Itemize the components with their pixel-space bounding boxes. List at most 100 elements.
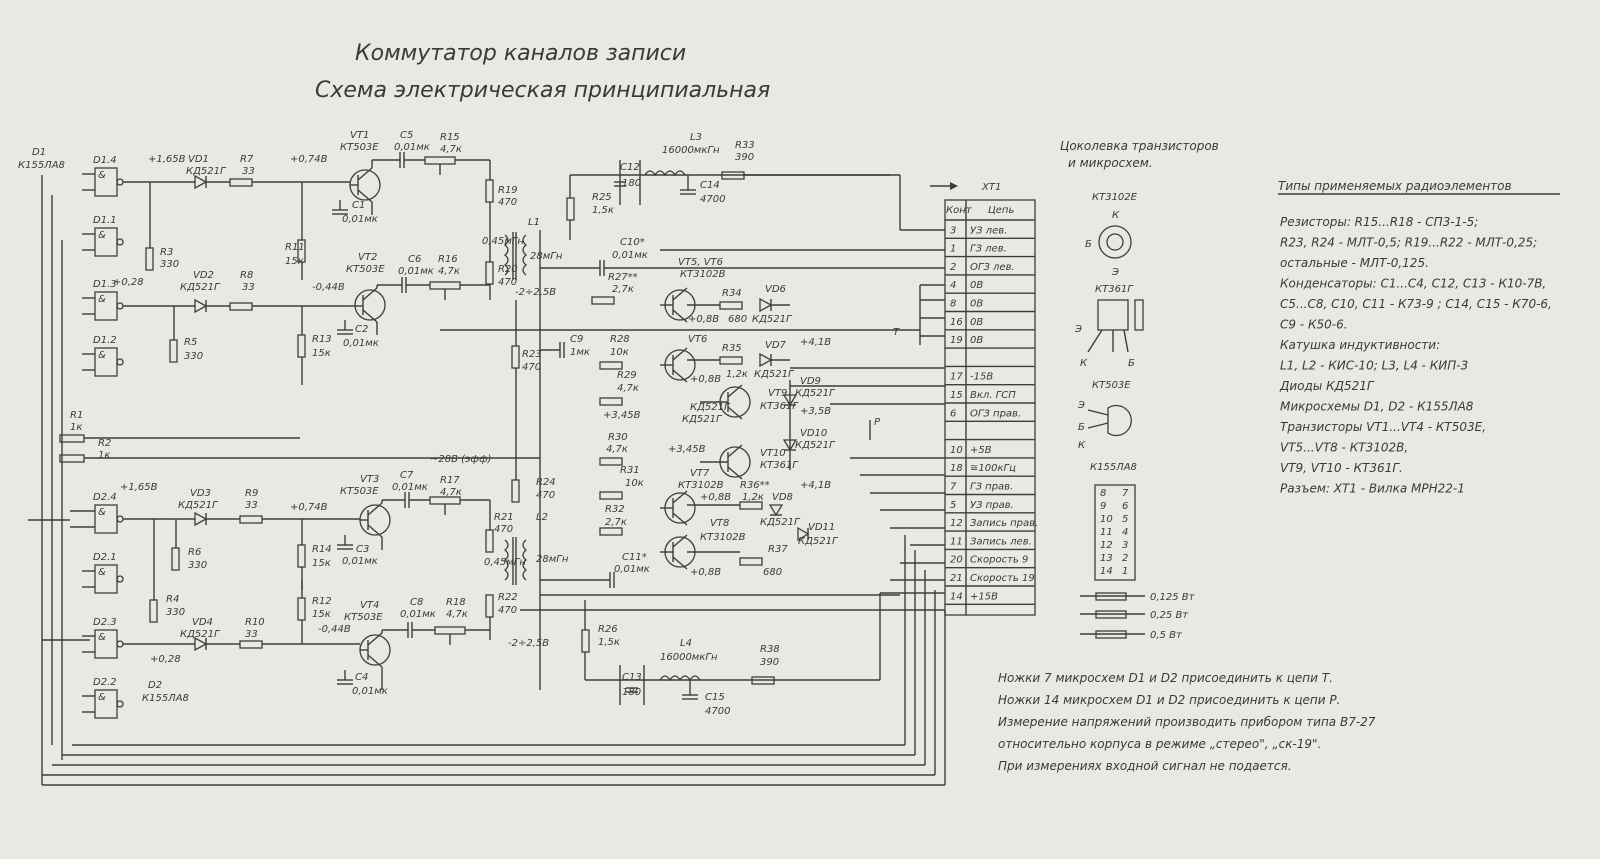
- svg-text:КТ361Г: КТ361Г: [1095, 284, 1134, 295]
- ic-pin-right: 4: [1122, 527, 1128, 538]
- svg-text:и микросхем.: и микросхем.: [1068, 156, 1153, 170]
- title-line-1: Коммутатор каналов записи: [355, 41, 686, 66]
- svg-text:КТ503Е: КТ503Е: [346, 264, 385, 275]
- svg-text:VD2: VD2: [193, 270, 214, 281]
- svg-text:1к: 1к: [98, 450, 110, 461]
- svg-text:C3: C3: [356, 544, 369, 555]
- svg-text:VD9: VD9: [800, 376, 821, 387]
- svg-text:16000мкГн: 16000мкГн: [660, 652, 718, 663]
- connector-net: Запись прав.: [970, 518, 1038, 529]
- svg-text:16000мкГн: 16000мкГн: [662, 145, 720, 156]
- svg-text:R13: R13: [312, 334, 332, 345]
- svg-text:Б: Б: [1085, 239, 1092, 250]
- svg-text:D1.4: D1.4: [93, 155, 117, 166]
- svg-text:33: 33: [245, 500, 258, 511]
- pinout-section: Цоколевка транзисторов и микросхем. КТ31…: [1060, 139, 1219, 581]
- svg-text:VT3: VT3: [360, 474, 379, 485]
- svg-text:C10*: C10*: [620, 237, 645, 248]
- svg-text:R36**: R36**: [740, 480, 770, 491]
- types-line: R23, R24 - МЛТ-0,5; R19...R22 - МЛТ-0,25…: [1280, 236, 1537, 250]
- connector-pin: 3: [950, 225, 956, 236]
- svg-text:VD10: VD10: [800, 428, 827, 439]
- svg-text:2,7к: 2,7к: [612, 284, 634, 295]
- connector-pin: 12: [950, 518, 963, 529]
- svg-text:0,01мк: 0,01мк: [342, 214, 378, 225]
- svg-text:R24: R24: [536, 477, 556, 488]
- svg-text:C15: C15: [705, 692, 725, 703]
- connector-net: +15В: [970, 591, 998, 602]
- connector-net: Вкл. ГСП: [970, 390, 1016, 401]
- types-line: С5...С8, С10, С11 - К73-9 ; С14, С15 - К…: [1280, 297, 1552, 311]
- svg-text:0,01мк: 0,01мк: [342, 556, 378, 567]
- d2-type: К155ЛА8: [142, 693, 189, 704]
- svg-text:КТ3102В: КТ3102В: [680, 269, 726, 280]
- svg-text:4700: 4700: [705, 706, 730, 717]
- svg-text:КД521Г: КД521Г: [178, 500, 219, 511]
- svg-text:Б: Б: [1078, 422, 1085, 433]
- connector-pin: 15: [950, 390, 963, 401]
- svg-text:0,5 Вт: 0,5 Вт: [1150, 630, 1183, 641]
- d1-ref: D1: [32, 147, 46, 158]
- svg-text:+3,45В: +3,45В: [603, 410, 641, 421]
- svg-text:&: &: [98, 632, 106, 643]
- channel-4: VD4 КД521Г R10 33 R12 15к +0,28 -0,44В V…: [150, 580, 490, 697]
- types-line: Резисторы: R15...R18 - СП3-1-5;: [1280, 215, 1478, 229]
- svg-text:К155ЛА8: К155ЛА8: [1090, 462, 1137, 473]
- connector-net: 0В: [970, 317, 983, 328]
- svg-text:R6: R6: [188, 547, 201, 558]
- svg-text:R30: R30: [608, 432, 628, 443]
- svg-text:C14: C14: [700, 180, 720, 191]
- ic-pin-left: 10: [1100, 514, 1113, 525]
- svg-text:180: 180: [622, 178, 641, 189]
- svg-text:VD8: VD8: [772, 492, 793, 503]
- svg-text:-0,44В: -0,44В: [312, 282, 345, 293]
- svg-text:VD1: VD1: [188, 154, 209, 165]
- svg-text:+0,8В: +0,8В: [688, 314, 719, 325]
- svg-text:VD11: VD11: [808, 522, 835, 533]
- ic-pin-right: 1: [1122, 566, 1128, 577]
- svg-text:10к: 10к: [610, 347, 629, 358]
- connector-pin: 7: [950, 482, 957, 493]
- svg-text:1к: 1к: [70, 422, 82, 433]
- svg-text:1мк: 1мк: [570, 347, 590, 358]
- svg-text:VT6: VT6: [688, 334, 707, 345]
- connector-pin: 2: [950, 262, 956, 273]
- ic-pin-left: 12: [1100, 540, 1113, 551]
- svg-text:VT8: VT8: [710, 518, 729, 529]
- svg-text:4,7к: 4,7к: [606, 444, 628, 455]
- svg-text:&: &: [98, 350, 106, 361]
- d1-type: К155ЛА8: [18, 160, 65, 171]
- channel-3: VD3 КД521Г R9 33 R14 15к +1,65В +0,74В V…: [120, 470, 490, 590]
- svg-text:10к: 10к: [625, 478, 644, 489]
- ic-pin-right: 7: [1122, 488, 1129, 499]
- note-line: Ножки 14 микросхем D1 и D2 присоединить …: [998, 693, 1340, 707]
- svg-text:R18: R18: [446, 597, 466, 608]
- svg-text:C5: C5: [400, 130, 413, 141]
- svg-text:D1.2: D1.2: [93, 335, 117, 346]
- svg-text:КТ503Е: КТ503Е: [1092, 380, 1131, 391]
- svg-text:28мГн: 28мГн: [536, 554, 569, 565]
- svg-text:+0,28: +0,28: [150, 654, 181, 665]
- svg-text:К: К: [1080, 358, 1088, 369]
- types-line: L1, L2 - КИС-10; L3, L4 - КИП-3: [1280, 359, 1468, 373]
- svg-text:C6: C6: [408, 254, 421, 265]
- svg-text:VD6: VD6: [765, 284, 786, 295]
- svg-text:R27**: R27**: [608, 272, 638, 283]
- svg-text:К: К: [1078, 440, 1086, 451]
- svg-text:0,01мк: 0,01мк: [392, 482, 428, 493]
- svg-text:R8: R8: [240, 270, 253, 281]
- svg-text:R37: R37: [768, 544, 788, 555]
- svg-text:0,45мГн: 0,45мГн: [484, 557, 526, 568]
- svg-text:VD7: VD7: [765, 340, 787, 351]
- gate-d1-3: & D1.3: [82, 279, 175, 321]
- svg-text:4,7к: 4,7к: [446, 609, 468, 620]
- svg-text:L3: L3: [690, 132, 702, 143]
- connector-pin: 21: [950, 573, 963, 584]
- connector-net: УЗ прав.: [970, 500, 1014, 511]
- note-line: Измерение напряжений производить приборо…: [998, 715, 1376, 729]
- svg-text:15к: 15к: [312, 609, 331, 620]
